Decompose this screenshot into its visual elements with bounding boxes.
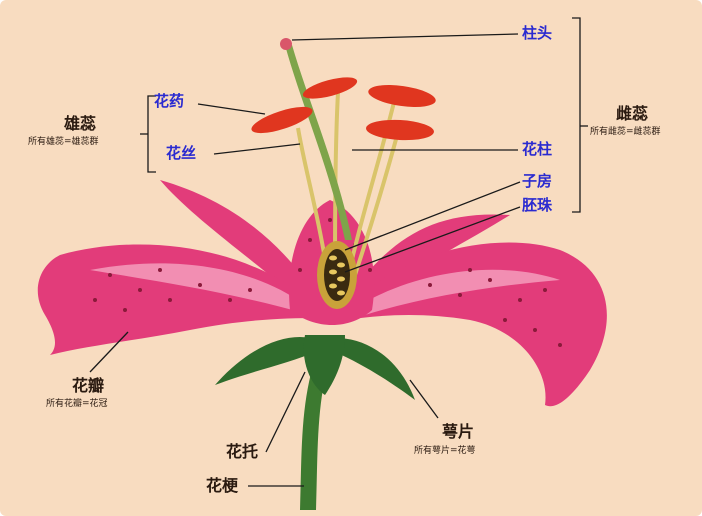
label-ovary: 子房 (522, 174, 552, 189)
petal-spot (518, 298, 522, 302)
petal-spot (368, 268, 372, 272)
petal-spot (298, 268, 302, 272)
petal-spot (198, 283, 202, 287)
label-pistil: 雌蕊 (616, 106, 648, 122)
label-sepal: 萼片 (442, 424, 474, 440)
ovule (329, 256, 337, 261)
label-receptacle: 花托 (226, 444, 258, 460)
label-style: 花柱 (522, 142, 552, 157)
petal-spot (328, 218, 332, 222)
ovule (329, 270, 337, 275)
petal-spot (93, 298, 97, 302)
petal-spot (228, 298, 232, 302)
ovary-chamber (324, 249, 350, 301)
label-stigma: 柱头 (522, 26, 552, 41)
label-anther: 花药 (154, 94, 184, 109)
petal-spot (248, 288, 252, 292)
label-petal: 花瓣 (72, 378, 104, 394)
petal-spot (558, 343, 562, 347)
petal-spot (158, 268, 162, 272)
label-stamen-note: 所有雄蕊=雄蕊群 (28, 138, 99, 147)
petal-spot (468, 268, 472, 272)
petal-spot (308, 238, 312, 242)
label-ovule: 胚珠 (522, 198, 552, 213)
petal-spot (168, 298, 172, 302)
petal-spot (123, 308, 127, 312)
label-stamen: 雄蕊 (64, 116, 96, 132)
label-petal-note: 所有花瓣=花冠 (46, 400, 108, 409)
ovule (329, 284, 337, 289)
label-pedicel: 花梗 (206, 478, 238, 494)
label-filament: 花丝 (166, 146, 196, 161)
ovule (337, 263, 345, 268)
stigma (280, 38, 292, 50)
petal-spot (458, 293, 462, 297)
ovule (337, 277, 345, 282)
label-sepal-note: 所有萼片=花萼 (414, 447, 476, 456)
petal-spot (488, 278, 492, 282)
petal-spot (533, 328, 537, 332)
petal-spot (543, 288, 547, 292)
petal-spot (138, 288, 142, 292)
petal-spot (428, 283, 432, 287)
petal-spot (503, 318, 507, 322)
ovule (337, 291, 345, 296)
label-pistil-note: 所有雌蕊=雌蕊群 (590, 128, 661, 137)
petal-spot (108, 273, 112, 277)
